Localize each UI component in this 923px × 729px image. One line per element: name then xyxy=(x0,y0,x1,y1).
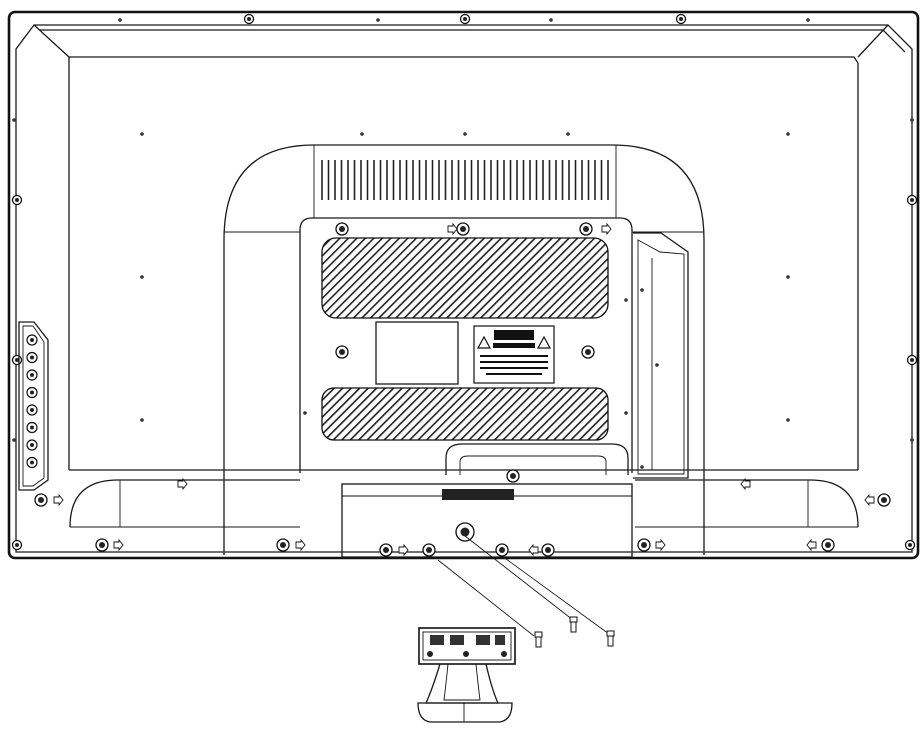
side-port xyxy=(26,334,38,346)
hole-dot xyxy=(12,438,16,442)
arrow-marker xyxy=(295,538,306,552)
lower-vent-panel xyxy=(321,387,609,441)
hole-dot xyxy=(140,275,144,279)
bezel-screw xyxy=(11,354,23,366)
side-port xyxy=(26,439,38,451)
rear-housing xyxy=(223,144,705,555)
bezel-screw xyxy=(675,13,687,25)
rating-label xyxy=(375,321,459,385)
hole-dot xyxy=(140,418,144,422)
side-port xyxy=(26,421,38,434)
hole-dot xyxy=(624,298,628,302)
side-port xyxy=(26,369,38,381)
hole-dot xyxy=(806,18,810,22)
bezel-screw xyxy=(906,354,918,366)
mounting-screw xyxy=(877,493,891,507)
hole-dot xyxy=(655,363,659,367)
hole-dot xyxy=(910,118,914,122)
mounting-screw xyxy=(579,222,593,236)
side-port xyxy=(26,386,38,399)
arrow-marker xyxy=(806,538,817,552)
bezel-screw xyxy=(11,194,23,206)
warning-label xyxy=(473,325,555,384)
mounting-screw xyxy=(506,469,520,483)
hole-dot xyxy=(463,132,467,136)
hole-dot xyxy=(786,418,790,422)
tv-bezel xyxy=(7,10,920,560)
mounting-screw xyxy=(637,538,651,552)
side-port xyxy=(26,456,38,469)
bezel-screw xyxy=(459,13,471,25)
bezel-screw xyxy=(904,539,916,551)
side-port xyxy=(26,404,38,416)
mounting-screw xyxy=(541,543,555,557)
loose-screw xyxy=(534,631,543,648)
hole-dot xyxy=(118,18,122,22)
mounting-screw xyxy=(456,222,470,236)
mounting-screw xyxy=(379,543,393,557)
hole-dot xyxy=(640,288,644,292)
arrow-marker xyxy=(655,538,666,552)
hole-dot xyxy=(786,132,790,136)
arrow-marker xyxy=(601,222,612,236)
hole-dot xyxy=(140,132,144,136)
upper-vent-panel xyxy=(321,237,609,319)
side-port-strip xyxy=(18,321,49,491)
hole-dot xyxy=(640,465,644,469)
hole-dot xyxy=(566,132,570,136)
mounting-screw xyxy=(422,543,436,557)
arrow-marker xyxy=(864,493,875,507)
mounting-screw xyxy=(95,538,109,552)
mounting-screw xyxy=(34,493,48,507)
hole-dot xyxy=(303,411,307,415)
arrow-marker xyxy=(740,477,751,491)
arrow-marker xyxy=(398,543,409,557)
stand-screw-hole xyxy=(455,522,475,542)
mounting-screw xyxy=(581,345,595,359)
hole-dot xyxy=(549,18,553,22)
top-ventilation-grille xyxy=(321,160,609,200)
mounting-screw xyxy=(335,345,349,359)
mounting-screw xyxy=(276,538,290,552)
mounting-screw xyxy=(495,543,509,557)
tv-stand xyxy=(417,627,516,723)
arrow-marker xyxy=(177,477,188,491)
hole-dot xyxy=(910,438,914,442)
hole-dot xyxy=(360,132,364,136)
assembly-guide-lines xyxy=(437,535,610,637)
hole-dot xyxy=(376,18,380,22)
bezel-screw xyxy=(11,539,23,551)
back-plate xyxy=(299,217,633,475)
bezel-screw xyxy=(906,194,918,206)
side-port xyxy=(26,351,38,364)
mounting-screw xyxy=(335,222,349,236)
loose-screw xyxy=(569,616,578,633)
mounting-screw xyxy=(821,538,835,552)
arrow-marker xyxy=(447,222,458,236)
arrow-marker xyxy=(528,543,539,557)
bezel-screw xyxy=(243,13,255,25)
stand-bracket xyxy=(341,483,633,558)
hole-dot xyxy=(12,118,16,122)
hole-dot xyxy=(786,275,790,279)
arrow-marker xyxy=(53,493,64,507)
hole-dot xyxy=(624,411,628,415)
right-terminal-panel xyxy=(633,232,689,479)
arrow-marker xyxy=(113,538,124,552)
loose-screw xyxy=(606,630,615,647)
